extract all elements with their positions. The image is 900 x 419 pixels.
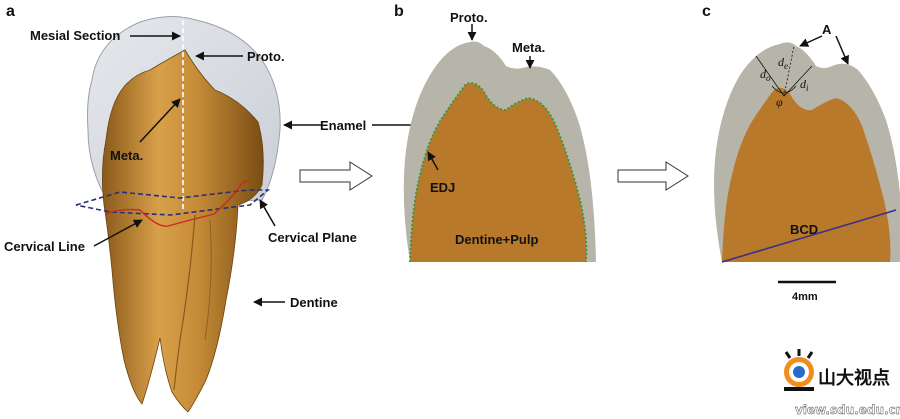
label-cervical-plane: Cervical Plane [268,230,357,245]
panel-b: b Proto. Meta. EDJ Dentine+Pulp [394,3,596,263]
line-do [755,55,785,97]
label-enamel: Enamel [320,118,366,133]
arrow-a-right [835,35,849,65]
watermark: 山大视点 view.sdu.edu.cn [784,349,900,417]
label-bcd: BCD [790,222,818,237]
dentine-pulp-c [722,87,891,262]
label-proto-a: Proto. [247,49,285,64]
arrow-a-left [799,35,823,47]
dentine-pulp-b [410,83,587,262]
label-do: do [760,67,771,83]
edj-line [409,82,588,263]
label-cervical-line: Cervical Line [4,239,85,254]
label-a: A [822,22,832,37]
dentine-tooth [102,49,264,413]
cervical-plane [75,189,271,216]
label-meta-b: Meta. [512,40,545,55]
root-cleft-2 [204,219,212,341]
line-de [783,45,795,97]
panel-b-letter: b [394,3,404,20]
label-mesial-section: Mesial Section [30,28,120,43]
watermark-url: view.sdu.edu.cn [795,403,900,417]
root-cleft [173,214,196,391]
label-edj: EDJ [430,180,455,195]
line-di [783,65,813,97]
arrow-cervical-line [93,219,143,247]
phi-arc [771,85,797,94]
panel-a: a Mesial Section Proto. Enamel Meta. Cer… [4,3,427,413]
arrow-cervical-plane [259,199,276,227]
arrow-edj [427,151,439,171]
bcd-line [721,209,897,263]
label-de: de [778,55,788,71]
panel-c: c A de do di φ BCD 4mm [702,3,900,303]
label-meta-a: Meta. [110,148,143,163]
transition-arrow-2 [617,161,689,191]
label-proto-b: Proto. [450,10,488,25]
label-dentine-pulp: Dentine+Pulp [455,232,538,247]
arrow-meta-a [139,98,181,143]
panel-c-letter: c [702,3,711,20]
transition-arrow-1 [299,161,373,191]
watermark-logo [784,349,814,391]
label-scale: 4mm [792,291,818,303]
label-phi: φ [776,95,783,109]
label-dentine: Dentine [290,295,338,310]
panel-a-letter: a [6,3,15,20]
cervical-line [105,179,251,227]
watermark-brand: 山大视点 [818,367,890,389]
label-di: di [800,77,809,93]
